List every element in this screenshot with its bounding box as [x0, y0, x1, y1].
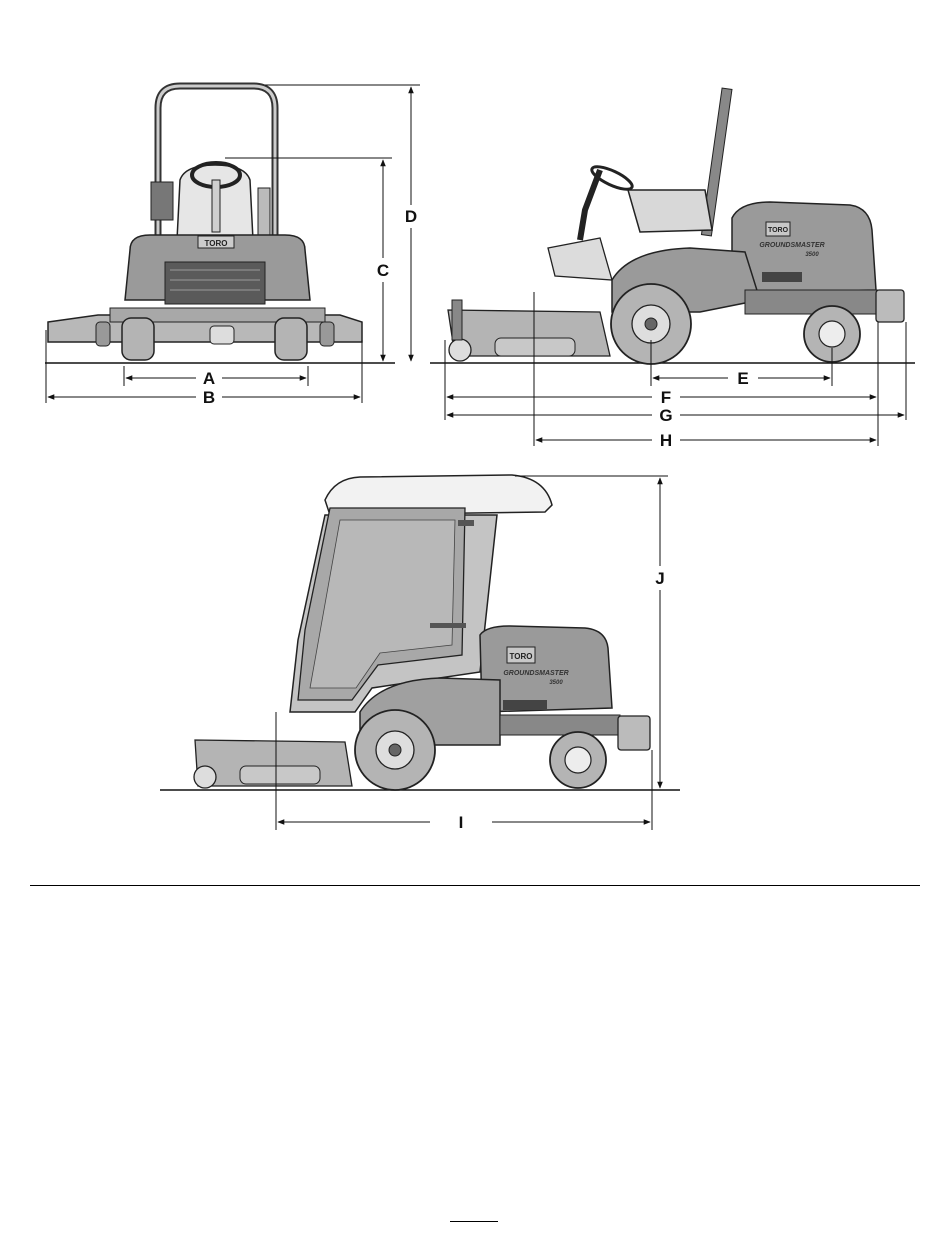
dimension-label-d: D: [405, 207, 417, 226]
side-brand-label: TORO: [768, 227, 789, 234]
dimension-label-j: J: [655, 569, 664, 588]
dimensions-figure: TORO A B C D: [0, 0, 950, 870]
cab-model-number: 3500: [549, 680, 563, 686]
cab-view-illustration: TORO GROUNDSMASTER 3500: [160, 475, 680, 790]
dimension-label-b: B: [203, 388, 215, 407]
front-brand-label: TORO: [205, 239, 228, 248]
dimension-label-g: G: [659, 406, 672, 425]
dimension-label-a: A: [203, 369, 215, 388]
dimension-label-h: H: [660, 431, 672, 450]
side-model-label: GROUNDSMASTER: [759, 242, 824, 249]
side-view-illustration: TORO GROUNDSMASTER 3500: [430, 88, 915, 364]
page-footer-rule: [450, 1221, 498, 1222]
dimension-label-i: I: [459, 813, 464, 832]
front-view-illustration: TORO: [45, 86, 395, 363]
side-model-number: 3500: [805, 252, 819, 258]
cab-model-label: GROUNDSMASTER: [503, 670, 568, 677]
cab-brand-label: TORO: [510, 652, 533, 661]
dimension-label-e: E: [737, 369, 748, 388]
dimension-label-f: F: [661, 388, 671, 407]
dimension-label-c: C: [377, 261, 389, 280]
section-divider: [30, 885, 920, 886]
